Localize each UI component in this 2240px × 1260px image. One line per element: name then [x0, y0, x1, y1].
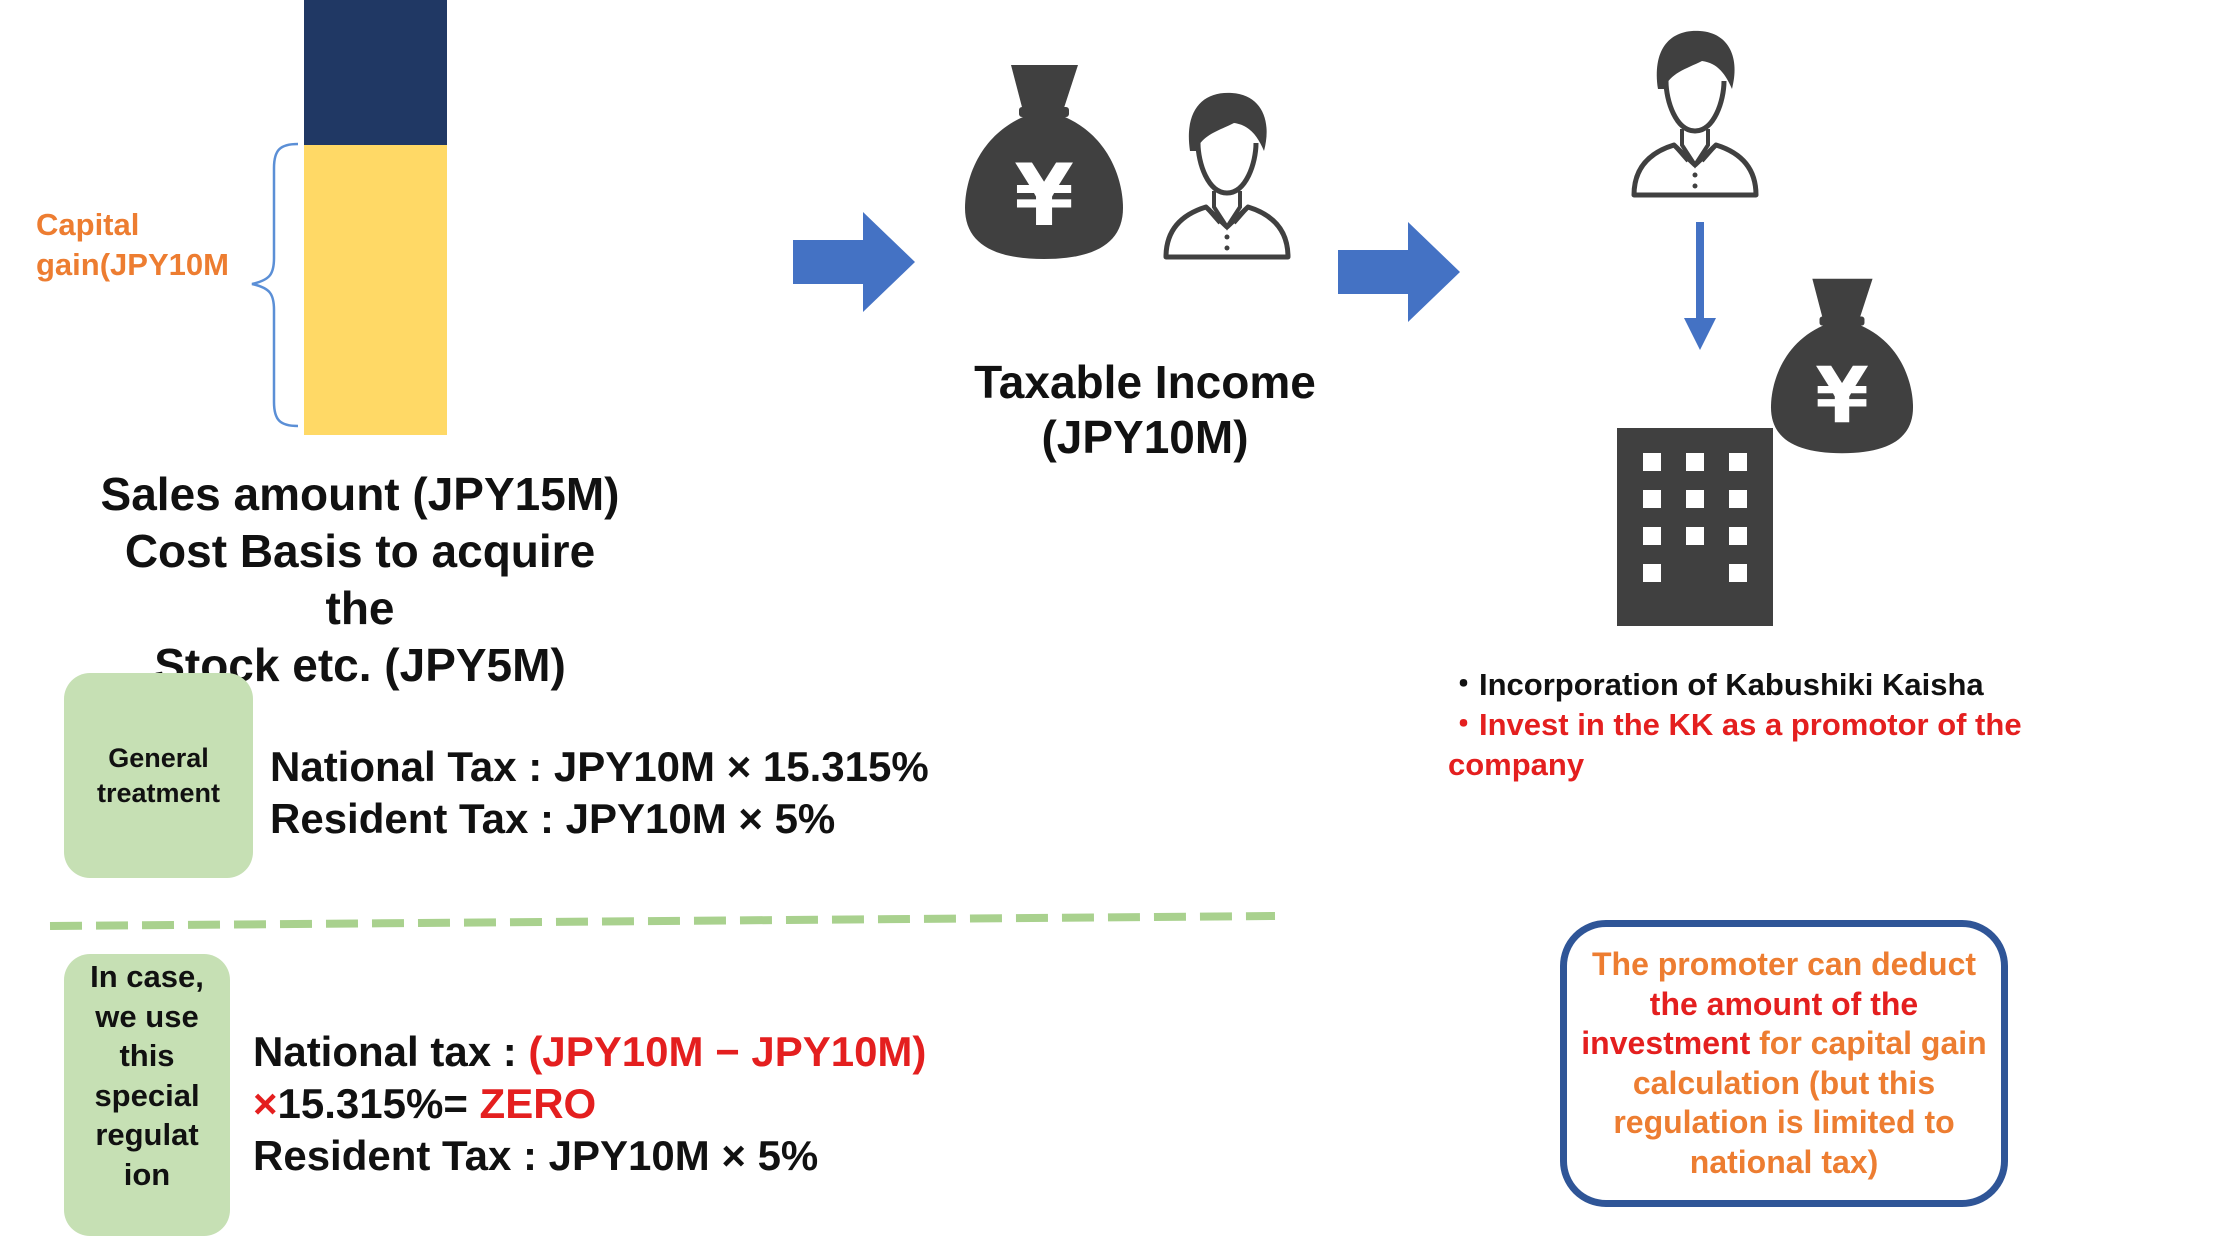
special-national-prefix: National tax :	[253, 1028, 529, 1075]
general-tax-text: National Tax : JPY10M × 15.315% Resident…	[270, 741, 929, 845]
special-rate-line: ×15.315%= ZERO	[253, 1078, 926, 1130]
general-treatment-badge: General treatment	[64, 673, 253, 878]
capital-gain-label-line1: Capital	[36, 207, 140, 242]
special-national-tax-line: National tax : (JPY10M − JPY10M)	[253, 1026, 926, 1078]
special-national-formula: (JPY10M − JPY10M)	[528, 1028, 927, 1075]
special-regulation-badge: In case, we use this special regulat ion	[64, 954, 230, 1236]
sales-description: Sales amount (JPY15M) Cost Basis to acqu…	[90, 466, 630, 694]
taxable-income-line2: (JPY10M)	[1041, 411, 1249, 463]
special-regulation-label: In case, we use this special regulat ion	[90, 959, 204, 1192]
capital-gain-label-line2: gain(JPY10M	[36, 247, 229, 282]
building-icon	[1617, 428, 1773, 626]
promoter-deduction-box: The promoter can deduct the amount of th…	[1560, 920, 2008, 1207]
arrow-right-icon	[793, 212, 915, 312]
stock-bar-cost-basis	[304, 0, 447, 145]
person-icon	[1163, 92, 1291, 260]
arrow-down-icon	[1684, 222, 1716, 350]
promoter-deduction-text: The promoter can deduct the amount of th…	[1579, 945, 1989, 1182]
special-resident-tax: Resident Tax : JPY10M × 5%	[253, 1132, 819, 1179]
kk-incorporation: ・Incorporation of Kabushiki Kaisha	[1448, 667, 1984, 702]
sales-line1: Sales amount (JPY15M)	[100, 468, 620, 520]
money-bag-yen-icon: ¥	[1770, 278, 1914, 454]
kk-invest-promotor: ・Invest in the KK as a promotor of the c…	[1448, 707, 2022, 782]
promoter-part1: The promoter can deduct	[1591, 946, 1977, 982]
brace-icon	[251, 142, 299, 428]
general-national-tax: National Tax : JPY10M × 15.315%	[270, 743, 929, 790]
taxable-income: Taxable Income (JPY10M)	[920, 355, 1370, 465]
money-bag-yen-symbol: ¥	[1014, 146, 1074, 246]
general-treatment-label: General treatment	[96, 742, 221, 808]
kk-description: ・Incorporation of Kabushiki Kaisha ・Inve…	[1448, 665, 2088, 785]
general-resident-tax: Resident Tax : JPY10M × 5%	[270, 795, 836, 842]
money-bag-yen-icon: ¥	[965, 65, 1123, 259]
promoter-part3: for capital gain calculation (but this r…	[1613, 1025, 1987, 1180]
special-times: ×	[253, 1080, 278, 1127]
person-icon	[1631, 30, 1759, 198]
promoter-part2: the amount of the investment	[1581, 985, 1919, 1062]
special-tax-text: National tax : (JPY10M − JPY10M) ×15.315…	[253, 1026, 926, 1182]
money-bag-yen-symbol: ¥	[1815, 352, 1869, 442]
stock-bar-capital-gain	[304, 145, 447, 435]
special-rate: 15.315%=	[277, 1080, 480, 1127]
special-zero: ZERO	[479, 1080, 597, 1127]
dashed-divider	[49, 912, 1276, 930]
taxable-income-line1: Taxable Income	[974, 356, 1316, 408]
capital-gain-label: Capital gain(JPY10M	[36, 205, 229, 285]
sales-line2: Cost Basis to acquire the	[124, 525, 596, 634]
arrow-right-icon	[1338, 222, 1460, 322]
